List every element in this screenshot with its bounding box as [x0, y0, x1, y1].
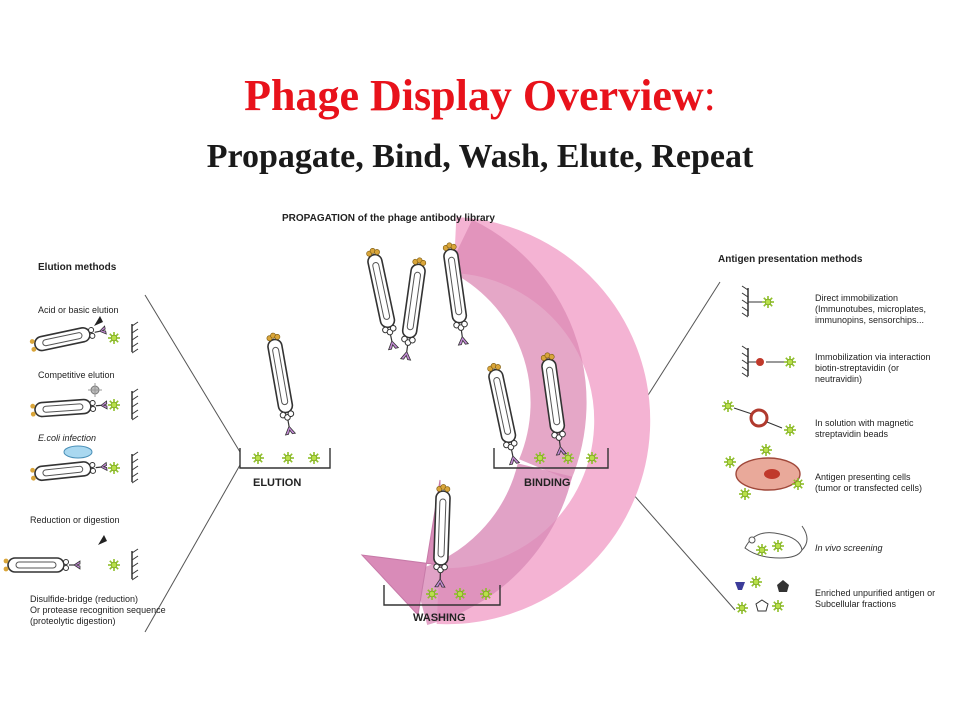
wall-icon: [741, 285, 749, 318]
streptavidin-icon: [756, 358, 764, 366]
elution-tray: [239, 448, 331, 469]
phage-icon: [364, 246, 402, 351]
antigen-item-direct-line-3: immunopins, sensorchips...: [815, 315, 925, 325]
wall-icon: [131, 321, 139, 354]
phage-icon: [264, 331, 299, 437]
elution-legend-line-2: Or protease recognition sequence: [30, 605, 166, 615]
wall-icon: [741, 345, 749, 378]
antigen-icon: [783, 423, 797, 437]
antigen-icon: [107, 558, 121, 572]
elution-acid-drawing: [28, 316, 139, 354]
antigen-icon: [251, 451, 265, 465]
antigen-item-beads-line-1: In solution with magnetic: [815, 418, 914, 428]
wall-icon: [131, 388, 139, 421]
antigen-icon: [761, 295, 775, 309]
elution-legend-line-3: (proteolytic digestion): [30, 616, 116, 626]
antigen-icon: [783, 355, 797, 369]
antigen-icon: [759, 443, 773, 457]
elution-legend-line-1: Disulfide-bridge (reduction): [30, 594, 139, 604]
antigen-beads-drawing: [721, 399, 797, 437]
antigen-icon: [107, 398, 121, 412]
elution-methods-heading: Elution methods: [38, 262, 117, 273]
cycle-arrow: [360, 217, 651, 626]
propagation-label: PROPAGATION of the phage antibody librar…: [282, 213, 495, 224]
antigen-icon: [735, 601, 749, 615]
binding-stage-label: BINDING: [524, 477, 571, 489]
antigen-item-biotin-line-1: Immobilization via interaction: [815, 352, 931, 362]
antigen-enriched-drawing: [735, 575, 789, 615]
binding-tray: [493, 448, 609, 469]
antigen-icon: [281, 451, 295, 465]
page-title: Phage Display Overview:: [0, 70, 960, 122]
elution-item-ecoli: E.coli infection: [38, 433, 97, 443]
elution-connector-bottom: [144, 464, 241, 633]
elution-item-acid: Acid or basic elution: [38, 305, 119, 315]
antigen-direct-drawing: [741, 285, 775, 318]
elution-competitive-drawing: [29, 383, 139, 421]
antigen-item-biotin-line-3: neutravidin): [815, 374, 863, 384]
antigen-icon: [721, 399, 735, 413]
antigen-item-enriched-line-1: Enriched unpurified antigen or: [815, 588, 936, 598]
antigen-cell-drawing: [723, 443, 805, 501]
antigen-icon: [723, 455, 737, 469]
phage-icon: [397, 256, 428, 362]
bead-icon: [749, 408, 769, 428]
title-colon: :: [703, 71, 716, 120]
antigen-icon: [771, 599, 785, 613]
antigen-item-biotin-line-2: biotin-streptavidin (or: [815, 363, 900, 373]
page-subtitle: Propagate, Bind, Wash, Elute, Repeat: [206, 138, 754, 175]
antigen-methods-heading: Antigen presentation methods: [718, 254, 863, 265]
antigen-item-beads-line-2: streptavidin beads: [815, 429, 889, 439]
elution-item-competitive: Competitive elution: [38, 370, 115, 380]
elution-stage-label: ELUTION: [253, 477, 302, 489]
title-main: Phage Display Overview: [244, 71, 704, 120]
phage-icon: [485, 361, 523, 466]
antigen-item-direct-line-2: (Immunotubes, microplates,: [815, 304, 927, 314]
antigen-mouse-drawing: [744, 525, 808, 559]
elution-connector-top: [144, 294, 241, 453]
antigen-biotin-drawing: [741, 345, 797, 378]
wall-icon: [131, 451, 139, 484]
antigen-icon: [107, 331, 121, 345]
competitor-icon: [88, 383, 102, 397]
elution-reduction-drawing: [2, 535, 139, 581]
wall-icon: [131, 548, 139, 581]
ecoli-icon: [63, 445, 93, 459]
antigen-item-cells-line-2: (tumor or transfected cells): [815, 483, 923, 493]
phage-icon: [28, 322, 108, 354]
washing-stage-label: WASHING: [413, 612, 466, 624]
phage-icon: [29, 458, 109, 483]
antigen-item-direct-line-1: Direct immobilization: [815, 293, 899, 303]
antigen-icon: [107, 461, 121, 475]
antigen-icon: [738, 487, 752, 501]
antigen-item-cells-line-1: Antigen presenting cells: [815, 472, 911, 482]
antigen-item-invivo: In vivo screening: [815, 543, 883, 553]
phage-icon: [2, 557, 81, 573]
washing-tray: [383, 585, 501, 606]
antigen-item-enriched-line-2: Subcellular fractions: [815, 599, 897, 609]
antigen-icon: [307, 451, 321, 465]
elution-ecoli-drawing: [29, 445, 139, 484]
phage-icon: [29, 397, 109, 419]
elution-item-reduction: Reduction or digestion: [30, 515, 120, 525]
antigen-icon: [749, 575, 763, 589]
